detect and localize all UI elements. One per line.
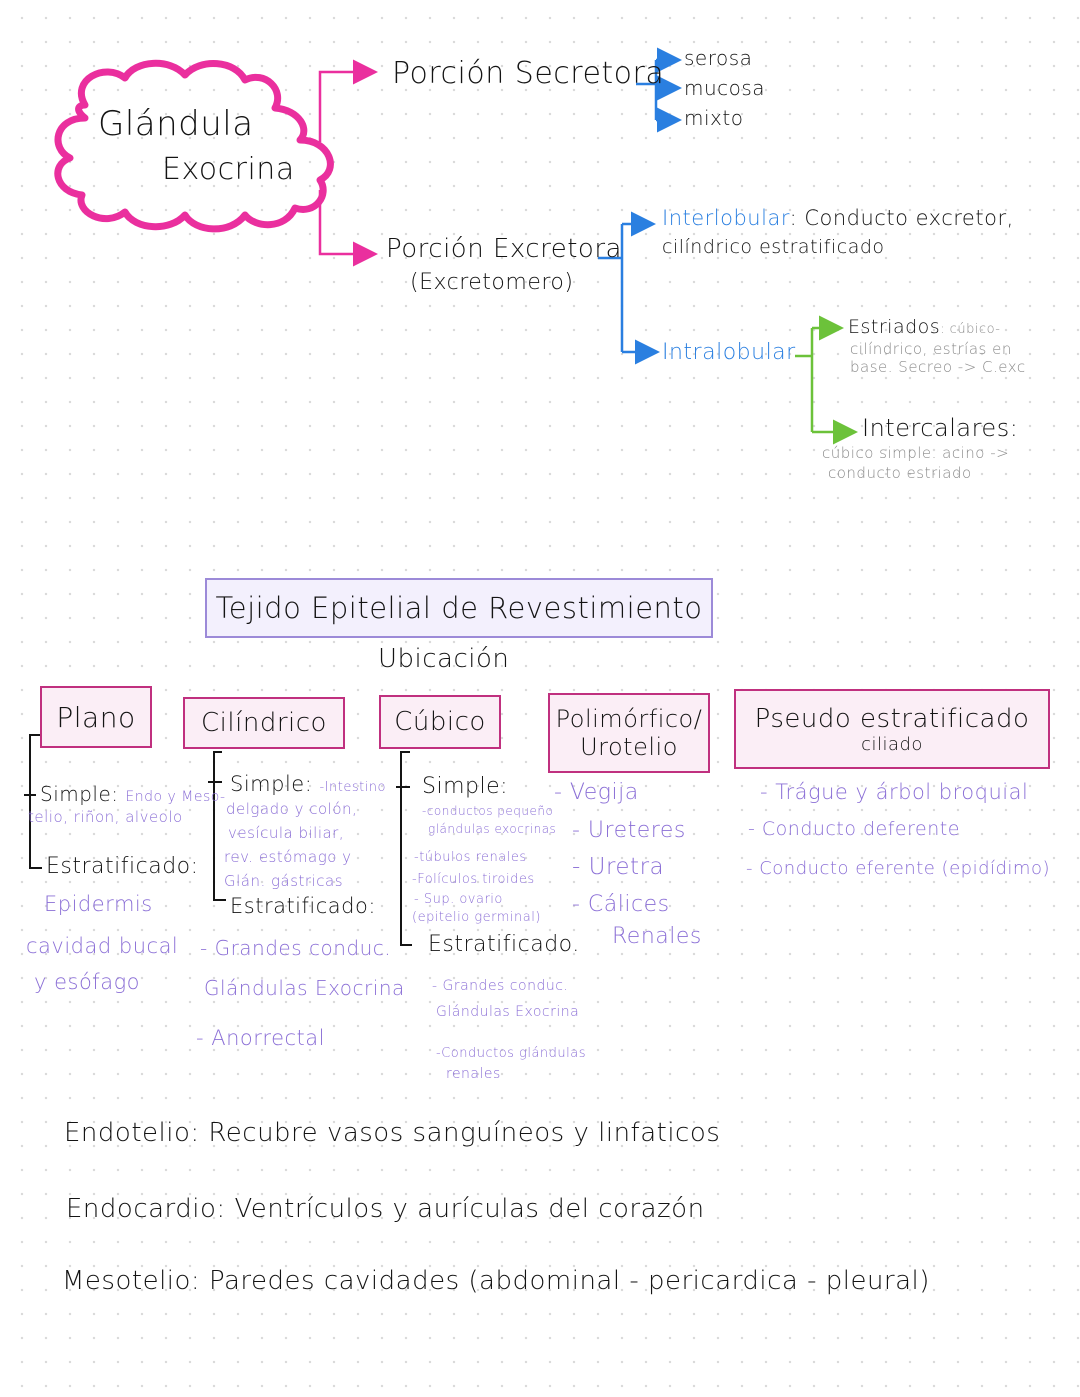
category-box-polimorfico: Polimórfico/ Urotelio [548, 693, 710, 773]
definition-term: Mesotelio: [62, 1266, 201, 1296]
category-box-cilindrico: Cilíndrico [183, 697, 345, 749]
cubico-simple-item: -túbulos renales [414, 850, 527, 865]
cilindrico-simple-item: vesícula biliar, [228, 824, 345, 842]
cubico-strat-item: renales [446, 1066, 501, 1082]
pseudo-item: - Trágue y árbol broquial [760, 780, 1029, 804]
polimorfico-item: - Uretra [572, 854, 665, 880]
cilindrico-simple-item: -Intestino [319, 780, 387, 795]
cilindrico-simple: Simple: -Intestino [230, 772, 386, 796]
intercalares-label: Intercalares: [862, 414, 1019, 442]
category-polimorfico-label2: Urotelio [580, 733, 678, 761]
excretory-portion-label: Porción Excretora [386, 234, 622, 264]
polimorfico-item: - Ureteres [572, 818, 686, 843]
pseudo-item: - Conducto eferente (epidídimo) [746, 858, 1051, 879]
definition-desc: Paredes cavidades (abdominal - pericardi… [208, 1266, 930, 1296]
interlobular-label: Interlobular [662, 206, 790, 230]
polimorfico-item: - Vegija [554, 780, 639, 805]
definition-desc: Recubre vasos sanguíneos y linfaticos [208, 1118, 721, 1148]
category-box-pseudo: Pseudo estratificado ciliado [734, 689, 1050, 769]
cubico-strat-item: -Conductos glándulas [436, 1046, 587, 1061]
cubico-strat-item: - Grandes conduc. [432, 978, 569, 994]
definition-term: Endocardio: [66, 1194, 226, 1224]
cilindrico-strat-item: - Anorrectal [196, 1026, 325, 1050]
cloud-shape [54, 59, 334, 233]
definition-mesotelio: Mesotelio: Paredes cavidades (abdominal … [62, 1266, 930, 1296]
cubico-strat-item: Glándulas Exocrina [436, 1004, 580, 1020]
category-plano-label: Plano [56, 700, 136, 734]
plano-simple-label: Simple: [40, 782, 119, 806]
plano-simple: Simple: Endo y Meso- [40, 782, 226, 806]
estriados-desc-line1: : cúbico- [940, 322, 1001, 337]
plano-strat-item: y esófago [34, 970, 141, 994]
definition-endotelio: Endotelio: Recubre vasos sanguíneos y li… [64, 1118, 720, 1148]
cubico-simple-item: (epitelio germinal) [412, 910, 541, 925]
estriados-desc-line3: base. Secreo -> C.exc [850, 358, 1026, 376]
secretory-type-mucosa: mucosa [684, 76, 766, 100]
interlobular-desc-line1: : Conducto excretor, [789, 206, 1014, 230]
secretory-portion-label: Porción Secretora [392, 56, 665, 91]
interlobular-block: Interlobular: Conducto excretor, [662, 206, 1014, 230]
gland-title-line2: Exocrina [162, 152, 295, 187]
secretory-type-mixto: mixto [684, 106, 744, 130]
category-pseudo-label2: ciliado [861, 733, 923, 755]
polimorfico-item: - Cálices [572, 892, 670, 917]
intralobular-label: Intralobular [662, 340, 796, 365]
excretory-portion-sublabel: (Excretomero) [410, 270, 574, 295]
cilindrico-strat-item: Glándulas Exocrina [204, 976, 405, 1000]
cilindrico-strat-item: - Grandes conduc. [200, 936, 392, 960]
plano-simple-desc1: Endo y Meso- [125, 789, 226, 805]
cilindrico-simple-item: delgado y colón, [226, 800, 358, 818]
pseudo-item: - Conducto deferente [748, 818, 960, 840]
category-cilindrico-label: Cilíndrico [201, 708, 327, 738]
cubico-simple-item: -conductos pequeño [422, 804, 554, 818]
plano-strat-item: cavidad bucal [26, 934, 179, 958]
definition-endocardio: Endocardio: Ventrículos y aurículas del … [66, 1194, 705, 1224]
cilindrico-simple-item: rev. estómago y [224, 848, 352, 866]
definition-desc: Ventrículos y aurículas del corazón [234, 1194, 705, 1224]
category-box-plano: Plano [40, 686, 152, 748]
cilindrico-strat-label: Estratificado: [230, 894, 376, 918]
category-box-cubico: Cúbico [379, 695, 501, 749]
plano-simple-desc2: telio, riñon, alveolo [28, 808, 183, 826]
category-polimorfico-label1: Polimórfico/ [555, 705, 703, 733]
plano-strat-label: Estratificado: [46, 854, 199, 879]
cubico-simple-item: glándulas exocrinas [428, 822, 557, 836]
intercalares-desc-line2: conducto estriado [828, 464, 972, 482]
plano-strat-item: Epidermis [44, 892, 153, 916]
secretory-type-serosa: serosa [684, 46, 753, 70]
cubico-simple-item: - Sup. ovario [414, 892, 503, 907]
epithelium-title-box: Tejido Epitelial de Revestimiento [205, 578, 713, 638]
cubico-simple-label: Simple: [422, 774, 509, 799]
estriados-block: Estriados: cúbico- [848, 316, 1000, 338]
category-pseudo-label1: Pseudo estratificado [754, 703, 1030, 734]
intercalares-desc-line1: cúbico simple. acino -> [822, 444, 1010, 462]
cilindrico-simple-item: Glán. gástricas [224, 872, 344, 890]
polimorfico-item: Renales [612, 924, 702, 949]
definition-term: Endotelio: [64, 1118, 200, 1148]
cubico-simple-item: -Folículos tiroides [412, 872, 535, 887]
estriados-label: Estriados [848, 316, 941, 338]
category-cubico-label: Cúbico [394, 707, 486, 737]
cubico-strat-label: Estratificado. [428, 932, 580, 957]
epithelium-title: Tejido Epitelial de Revestimiento [215, 591, 703, 625]
estriados-desc-line2: cilíndrico, estrías en [850, 340, 1012, 358]
gland-title-line1: Glándula [98, 104, 254, 144]
location-subtitle: Ubicación [378, 644, 510, 674]
interlobular-desc-line2: cilíndrico estratificado [662, 236, 885, 258]
cilindrico-simple-label: Simple: [230, 772, 313, 796]
